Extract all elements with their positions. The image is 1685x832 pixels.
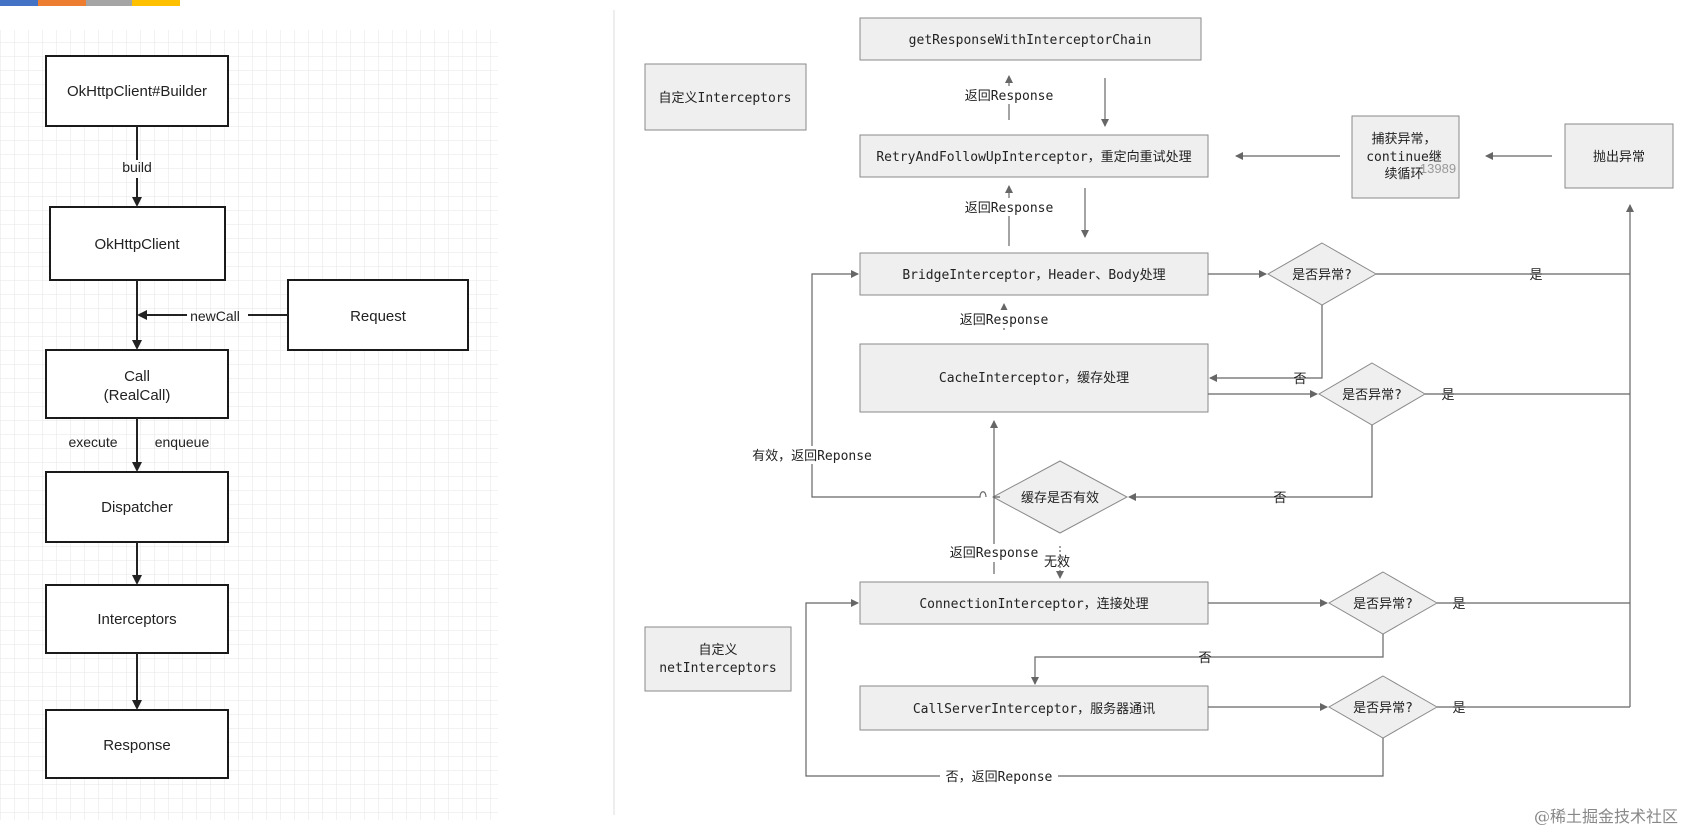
throw-label: 抛出异常 [1593, 150, 1645, 165]
builder-box [45, 55, 229, 127]
execute-label: execute [68, 434, 117, 450]
accent-orange [38, 0, 86, 6]
connection-box [859, 581, 1209, 625]
catch-overlap-text: 13989 [1420, 161, 1456, 176]
watermark: @稀土掘金技术社区 [1534, 807, 1678, 826]
callserver-no-return-loop [805, 599, 1384, 777]
retry-label: RetryAndFollowUpInterceptor，重定向重试处理 [876, 149, 1191, 165]
connection-label: ConnectionInterceptor，连接处理 [919, 596, 1148, 612]
call-box [45, 349, 229, 419]
return-label-bg-4 [945, 544, 1043, 562]
cache-label: CacheInterceptor，缓存处理 [939, 371, 1129, 386]
bridge-yes-label: 是 [1529, 268, 1542, 283]
callserver-label: CallServerInterceptor，服务器通讯 [913, 701, 1155, 717]
custom-interceptors-box [644, 63, 807, 131]
request-box [287, 279, 469, 351]
diamond-cache-label: 是否异常? [1342, 388, 1402, 403]
diamond-callserver-label: 是否异常? [1353, 701, 1413, 716]
valid-label-bg [746, 446, 878, 464]
builder-label: OkHttpClient#Builder [67, 83, 207, 100]
valid-return-label: 有效，返回Reponse [752, 449, 872, 464]
chain-label: getResponseWithInterceptorChain [909, 33, 1152, 48]
bridge-no-label: 否 [1293, 372, 1306, 387]
diamond-cache-valid [991, 460, 1129, 534]
throw-box [1564, 123, 1674, 189]
callserver-yes-label: 是 [1452, 701, 1465, 716]
interceptors-box [45, 584, 229, 654]
build-label: build [122, 159, 152, 175]
grid-background [0, 30, 498, 820]
enqueue-label: enqueue [155, 434, 210, 450]
custom-net-interceptors-box [644, 626, 792, 692]
accent-bar [0, 0, 180, 6]
catch-line1: 捕获异常， [1371, 131, 1436, 147]
custom-net-line2: netInterceptors [659, 661, 776, 676]
connection-no-to-callserver-arrow [1031, 634, 1384, 685]
request-label: Request [350, 308, 407, 325]
diamond-cache-valid-label: 缓存是否有效 [1021, 491, 1099, 506]
response-label: Response [103, 737, 171, 754]
cache-no-label: 否 [1273, 491, 1286, 506]
bridge-box [859, 252, 1209, 296]
no-return-label: 否，返回Reponse [946, 770, 1053, 785]
chain-box [859, 17, 1202, 61]
retry-box [859, 134, 1209, 178]
custom-net-line1: 自定义 [698, 643, 737, 658]
cache-yes-label: 是 [1441, 388, 1454, 403]
connection-no-label: 否 [1198, 651, 1211, 666]
invalid-label: 无效 [1044, 555, 1070, 570]
callserver-box [859, 685, 1209, 731]
catch-line2: continue继 [1366, 150, 1442, 165]
accent-blue [0, 0, 38, 6]
bridge-no-to-cache-arrow [1209, 305, 1323, 382]
return-response-label-3: 返回Response [960, 313, 1049, 328]
return-response-label-2: 返回Response [965, 201, 1054, 216]
diamond-bridge-label: 是否异常? [1292, 268, 1352, 283]
response-box [45, 709, 229, 779]
return-response-label-4: 返回Response [950, 546, 1039, 561]
return-response-label-1: 返回Response [965, 89, 1054, 104]
interceptors-label: Interceptors [97, 611, 176, 628]
client-box [49, 206, 226, 281]
client-label: OkHttpClient [94, 236, 180, 253]
newcall-label: newCall [190, 308, 240, 324]
diamond-connection-label: 是否异常? [1353, 597, 1413, 612]
no-return-label-bg [940, 767, 1058, 785]
return-label-bg-3 [955, 310, 1053, 328]
bridge-label: BridgeInterceptor，Header、Body处理 [902, 268, 1165, 283]
call-label-line2: (RealCall) [104, 387, 171, 404]
cache-box [859, 343, 1209, 413]
catch-box [1351, 115, 1460, 199]
accent-grey [86, 0, 132, 6]
catch-line3: 续循环 [1384, 167, 1423, 182]
connection-yes-label: 是 [1452, 597, 1465, 612]
custom-interceptors-label: 自定义Interceptors [659, 91, 792, 106]
dispatcher-label: Dispatcher [101, 499, 173, 516]
call-label-line1: Call [124, 368, 150, 385]
return-label-bg-1 [960, 86, 1058, 104]
return-label-bg-2 [960, 198, 1058, 216]
cache-no-to-valid-arrow [1128, 425, 1373, 501]
accent-yellow [132, 0, 180, 6]
